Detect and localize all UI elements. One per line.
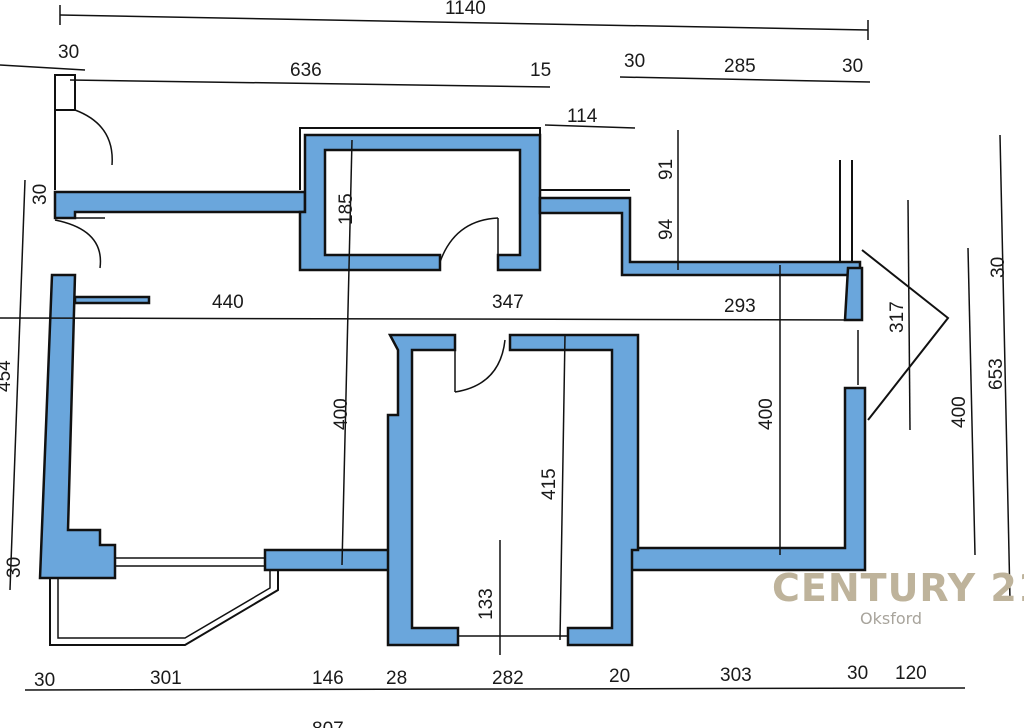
dim-label: 30 — [4, 557, 25, 578]
dim-label: 653 — [986, 358, 1007, 390]
dim-label: 120 — [895, 663, 927, 684]
dim-label: 347 — [492, 292, 524, 313]
dim-label: 317 — [887, 301, 908, 333]
dim-label: 94 — [656, 218, 677, 240]
walls — [38, 133, 867, 647]
dim-label: 146 — [312, 668, 344, 689]
dim-label: 415 — [539, 468, 560, 500]
watermark-office: Oksford — [860, 609, 922, 628]
dimension-lines — [0, 5, 1011, 691]
door-arc — [454, 339, 506, 393]
wall-left — [38, 273, 117, 580]
door-arc — [74, 109, 113, 166]
dim-label: 301 — [150, 668, 182, 689]
dim-label: 28 — [386, 668, 407, 689]
dim-total-width: 1140 — [445, 0, 486, 19]
dim-label: 30 — [34, 670, 55, 691]
door-arc — [54, 219, 102, 269]
dim-label: 15 — [530, 60, 551, 81]
dim-label: 293 — [724, 296, 756, 317]
watermark-brand: CENTURY 21 — [772, 566, 1024, 610]
wall-top-left — [53, 190, 307, 220]
dim-label: 285 — [724, 56, 756, 77]
dim-label: 30 — [30, 184, 51, 205]
century21-watermark: CENTURY 21 Oksford — [772, 566, 1024, 628]
wall-top-right — [538, 196, 862, 277]
dim-label: 400 — [331, 398, 352, 430]
dim-label: 114 — [567, 106, 598, 127]
dim-label: 30 — [842, 56, 863, 77]
wall-right-lower — [628, 386, 867, 572]
dim-label: 30 — [847, 663, 868, 684]
wall-central-room — [386, 333, 640, 647]
wall-stub — [73, 295, 151, 305]
dim-label: 454 — [0, 360, 15, 392]
dim-label: 303 — [720, 665, 752, 686]
dim-label: 440 — [212, 292, 244, 313]
dim-label: 20 — [609, 666, 630, 687]
dim-label: 30 — [624, 51, 645, 72]
door-arc — [439, 217, 499, 263]
wall-upper-room — [298, 133, 542, 272]
dim-label: 91 — [656, 159, 677, 180]
outlines — [49, 74, 950, 646]
dim-label: 807 — [312, 719, 344, 728]
dim-label: 133 — [476, 588, 497, 620]
dim-label: 185 — [336, 193, 357, 225]
dim-label: 30 — [58, 42, 79, 63]
wall-right-upper — [843, 266, 864, 322]
dim-label: 30 — [988, 257, 1009, 278]
dim-label: 400 — [756, 398, 777, 430]
dim-label: 400 — [949, 396, 970, 428]
dim-label: 636 — [290, 60, 322, 81]
dim-label: 282 — [492, 668, 524, 689]
